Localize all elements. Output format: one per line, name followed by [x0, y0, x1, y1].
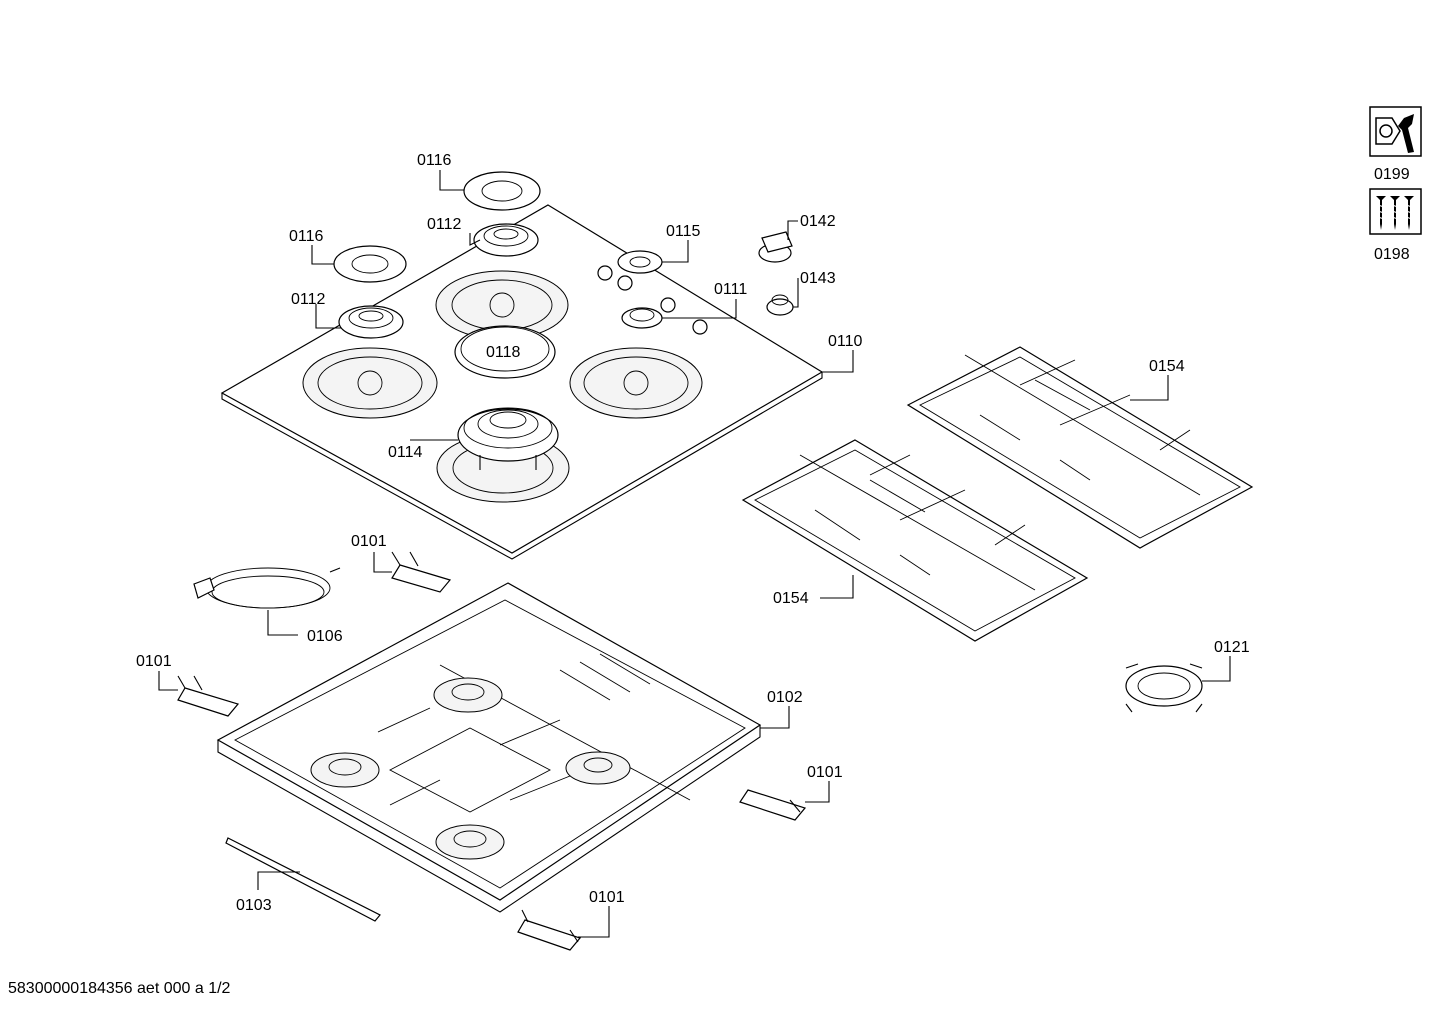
knob-0142 — [758, 231, 793, 263]
label-0101-left: 0101 — [136, 653, 172, 670]
burner-well-left — [302, 347, 438, 419]
screws-icon — [1369, 188, 1422, 235]
burner-0112-left — [338, 305, 404, 339]
burner-0114-wok — [457, 407, 559, 470]
label-0154-front: 0154 — [773, 590, 809, 607]
sealing-strip-0103 — [225, 837, 381, 922]
label-0199: 0199 — [1374, 166, 1410, 183]
ring-0116-top — [463, 171, 541, 211]
label-0106: 0106 — [307, 628, 343, 645]
label-0111: 0111 — [714, 281, 747, 298]
label-0143: 0143 — [800, 270, 836, 287]
knob-base-0143 — [766, 294, 794, 316]
pan-support-front — [741, 439, 1089, 642]
bracket-0101-top — [391, 551, 452, 593]
pan-support-rear — [906, 346, 1254, 549]
document-footer: 58300000184356 aet 000 a 1/2 — [8, 980, 231, 997]
label-0101-top: 0101 — [351, 533, 387, 550]
label-0118: 0118 — [486, 344, 521, 361]
burner-well-right — [569, 347, 703, 419]
label-0101-right: 0101 — [807, 764, 843, 781]
label-0154-rear: 0154 — [1149, 358, 1185, 375]
label-0101-bottom: 0101 — [589, 889, 625, 906]
bracket-0101-right — [739, 789, 807, 821]
burner-0111-small — [621, 307, 663, 329]
burner-well-rear-center — [435, 270, 569, 340]
label-0102: 0102 — [767, 689, 803, 706]
cooktop-top-plate — [220, 204, 824, 560]
label-0112-rear: 0112 — [427, 216, 462, 233]
leader-lines — [158, 170, 1231, 938]
label-0110: 0110 — [828, 333, 863, 350]
label-0142: 0142 — [800, 213, 836, 230]
burner-0112-rear — [473, 223, 539, 257]
base-tray — [216, 582, 762, 913]
burner-cap-0118 — [454, 325, 556, 379]
label-0121: 0121 — [1214, 639, 1250, 656]
ring-0115 — [617, 250, 663, 274]
label-0103: 0103 — [236, 897, 272, 914]
wrench-nut-icon — [1369, 106, 1422, 157]
label-0116-left: 0116 — [289, 228, 324, 245]
part-labels: 0116 0116 0112 0112 0115 0142 0143 0111 … — [136, 152, 1410, 914]
wok-ring-0121 — [1125, 663, 1203, 713]
label-0114: 0114 — [388, 444, 423, 461]
bracket-0101-bottom — [517, 909, 582, 951]
label-0116-top: 0116 — [417, 152, 452, 169]
label-0198: 0198 — [1374, 246, 1410, 263]
bracket-0101-left — [177, 675, 240, 717]
ring-0116-left — [333, 245, 407, 283]
label-0115: 0115 — [666, 223, 701, 240]
power-cable-0106 — [193, 567, 341, 609]
label-0112-left: 0112 — [291, 291, 326, 308]
